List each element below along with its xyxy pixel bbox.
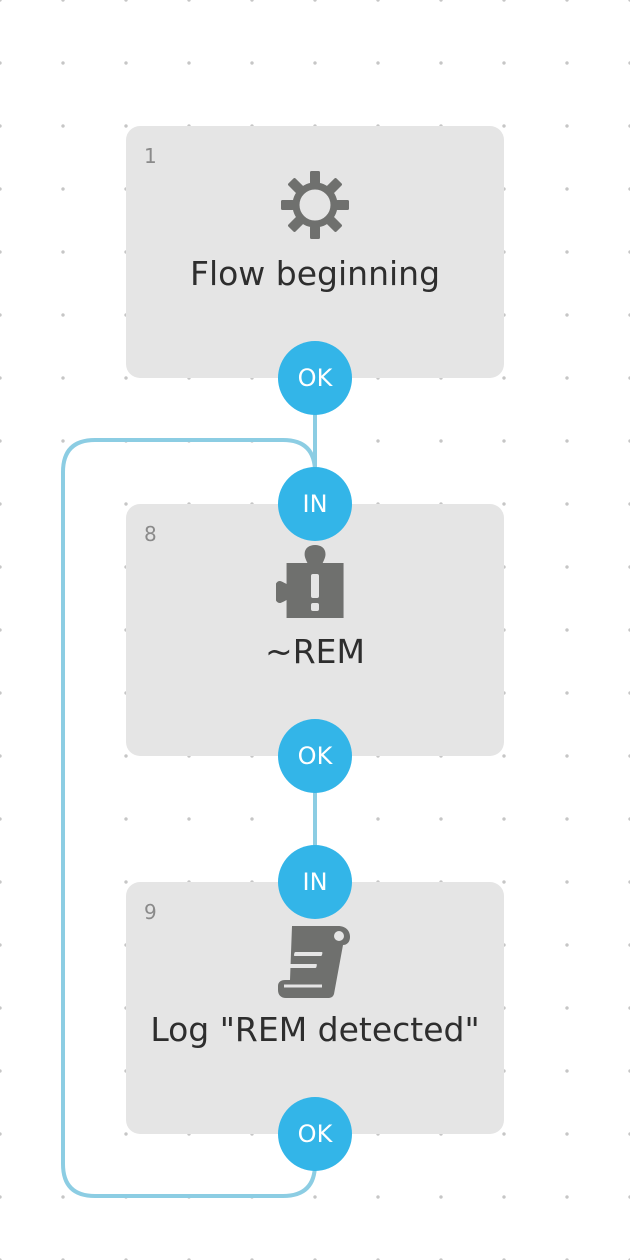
scroll-icon: [278, 926, 350, 998]
node-number: 8: [144, 522, 157, 546]
node-8-in-port[interactable]: IN: [278, 467, 352, 541]
node-9-ok-port[interactable]: OK: [278, 1097, 352, 1171]
node-rem[interactable]: 8 ~REM: [126, 504, 504, 756]
node-1-ok-port[interactable]: OK: [278, 341, 352, 415]
node-log-rem-detected[interactable]: 9 Log "REM detected": [126, 882, 504, 1134]
node-9-in-port[interactable]: IN: [278, 845, 352, 919]
node-label: Log "REM detected": [150, 1010, 480, 1049]
gear-icon: [281, 171, 349, 239]
node-label: Flow beginning: [189, 254, 441, 293]
node-number: 9: [144, 900, 157, 924]
node-label: ~REM: [265, 632, 365, 671]
node-8-ok-port[interactable]: OK: [278, 719, 352, 793]
connection-9-loop-to-8[interactable]: [61, 438, 317, 1198]
node-number: 1: [144, 144, 157, 168]
node-flow-beginning[interactable]: 1 Flow beginning: [126, 126, 504, 378]
puzzle-exclamation-icon: [276, 545, 344, 618]
